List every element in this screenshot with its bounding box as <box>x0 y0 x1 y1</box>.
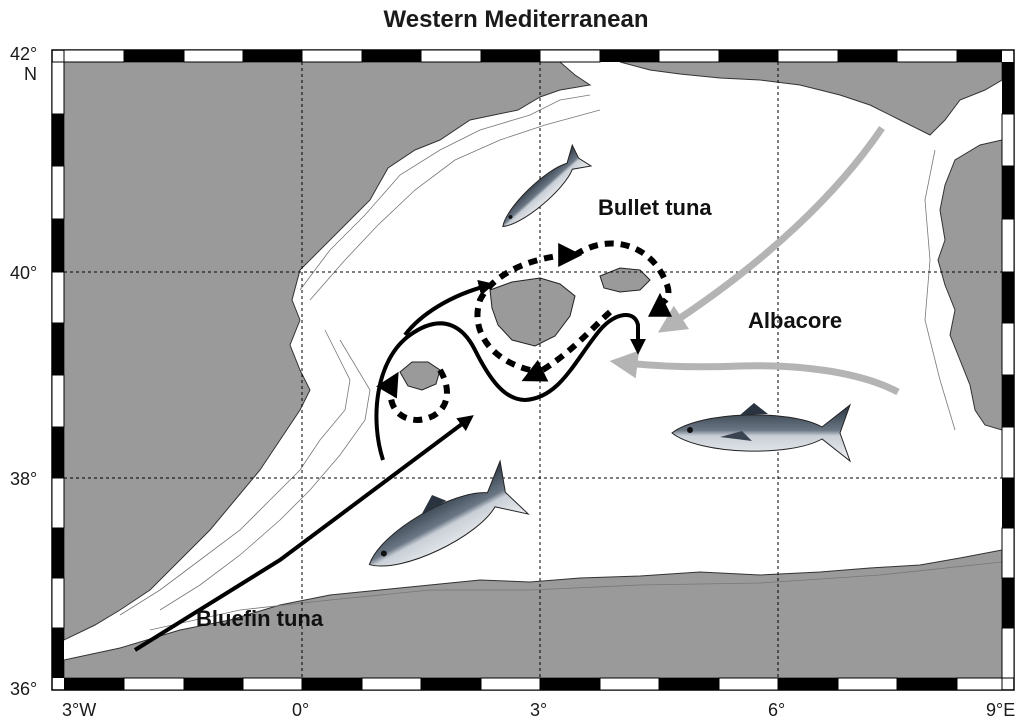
land-mallorca <box>489 277 576 347</box>
bluefin-route-loop <box>374 313 646 461</box>
albacore-route-south <box>609 350 900 396</box>
frame-ticks <box>51 49 1015 691</box>
bathymetry-contours <box>119 94 1002 631</box>
land-ibiza <box>399 361 441 391</box>
lat-label-40: 40° <box>10 263 38 283</box>
lat-label-42: 42° <box>10 44 38 64</box>
lat-label-n: N <box>24 64 37 84</box>
bullet-route-east <box>573 240 673 317</box>
grid <box>64 62 1002 678</box>
lat-label-38: 38° <box>10 469 38 489</box>
bullet-route-ibiza <box>376 368 450 424</box>
lon-label-3: 3° <box>530 700 548 720</box>
bluefin-tuna-label: Bluefin tuna <box>196 606 324 631</box>
lon-label-6: 6° <box>768 700 786 720</box>
bluefin-route-north <box>403 279 495 337</box>
bullet-tuna-label: Bullet tuna <box>598 195 712 220</box>
land-iberia <box>64 62 592 641</box>
lat-label-36: 36° <box>10 679 38 699</box>
land-north-africa <box>64 549 1002 678</box>
bullet-tuna-fish-icon <box>502 143 593 227</box>
albacore-route-north <box>657 126 885 333</box>
land-sardinia <box>937 139 1002 431</box>
bluefin-tuna-fish-icon <box>368 459 530 567</box>
land-menorca <box>599 267 651 293</box>
bullet-route-mallorca <box>474 243 583 373</box>
lon-label-3w: 3°W <box>62 700 97 720</box>
lon-label-9e: 9°E <box>986 700 1016 720</box>
bluefin-route-main <box>133 415 474 652</box>
lon-label-0: 0° <box>292 700 310 720</box>
albacore-fish-icon <box>671 403 852 463</box>
land-france <box>619 62 1002 136</box>
map-title: Western Mediterranean <box>383 6 649 33</box>
albacore-label: Albacore <box>748 308 843 333</box>
